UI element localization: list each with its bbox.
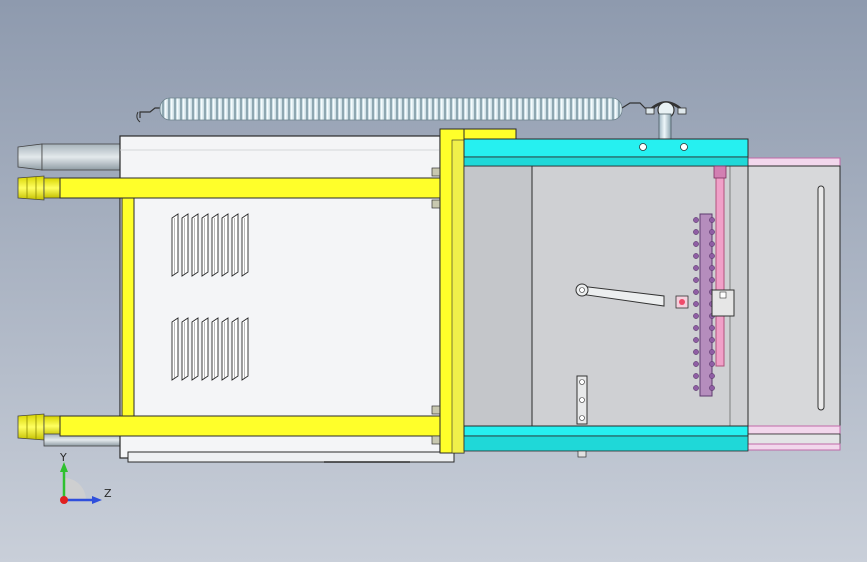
- louver-slot: [201, 317, 209, 381]
- louver-slot: [221, 317, 229, 381]
- louver-slot: [181, 213, 189, 277]
- louver-slot: [211, 317, 219, 381]
- louver-slot: [191, 213, 199, 277]
- heater-bead: [709, 325, 715, 331]
- bracket: [576, 375, 588, 425]
- coordinate-triad-icon: Y Z: [59, 451, 112, 504]
- louver-slot: [201, 213, 209, 277]
- louver-slot: [231, 213, 239, 277]
- louver-slot: [191, 317, 199, 381]
- lever-arm: [575, 283, 665, 307]
- heater-bead: [693, 241, 699, 247]
- louver-slot: [231, 317, 239, 381]
- heater-bead: [709, 337, 715, 343]
- heater-bead: [693, 361, 699, 367]
- nozzle-top: [17, 143, 123, 171]
- heater-bead: [693, 325, 699, 331]
- yellow-arm-top: [59, 177, 441, 199]
- heater-bead: [693, 277, 699, 283]
- heater-bead: [709, 217, 715, 223]
- heater-bead: [693, 349, 699, 355]
- heater-bead: [693, 229, 699, 235]
- inner-left-wall: [463, 165, 533, 427]
- cyan-rail-bottom: [463, 425, 749, 452]
- heater-bead: [693, 289, 699, 295]
- heater-bead: [693, 373, 699, 379]
- heater-bead: [693, 301, 699, 307]
- louver-slot: [241, 317, 249, 381]
- louver-slot: [171, 317, 179, 381]
- heater-bead: [693, 385, 699, 391]
- yellow-mount-plate: [439, 128, 517, 454]
- louver-slot: [171, 213, 179, 277]
- cyan-rail-top: [463, 138, 749, 167]
- heater-bead: [709, 265, 715, 271]
- heater-bead: [709, 373, 715, 379]
- bottom-tab: [577, 450, 587, 458]
- heater-bead: [709, 361, 715, 367]
- axis-y-label: Y: [59, 451, 67, 464]
- heater-bead: [693, 337, 699, 343]
- louver-slot: [181, 317, 189, 381]
- pink-slide: [747, 157, 841, 451]
- louver-slot: [241, 213, 249, 277]
- louver-vents-lower: [171, 317, 249, 381]
- heater-bead: [693, 265, 699, 271]
- heater-bead: [709, 229, 715, 235]
- yellow-arm-bottom: [59, 415, 441, 437]
- heater-bead: [709, 349, 715, 355]
- louver-slot: [221, 213, 229, 277]
- heating-element: [675, 165, 735, 397]
- heater-bead: [709, 385, 715, 391]
- heater-bead: [693, 217, 699, 223]
- heater-bead: [709, 241, 715, 247]
- heater-bead: [693, 313, 699, 319]
- coil-spring: [136, 97, 655, 123]
- heater-bead: [709, 277, 715, 283]
- louver-slot: [211, 213, 219, 277]
- axis-z-label: Z: [104, 487, 112, 500]
- yellow-frame-left: [121, 197, 135, 417]
- nozzle-yellow-upper: [17, 175, 63, 201]
- heater-bead: [693, 253, 699, 259]
- heater-bead: [709, 253, 715, 259]
- louver-vents-upper: [171, 213, 249, 277]
